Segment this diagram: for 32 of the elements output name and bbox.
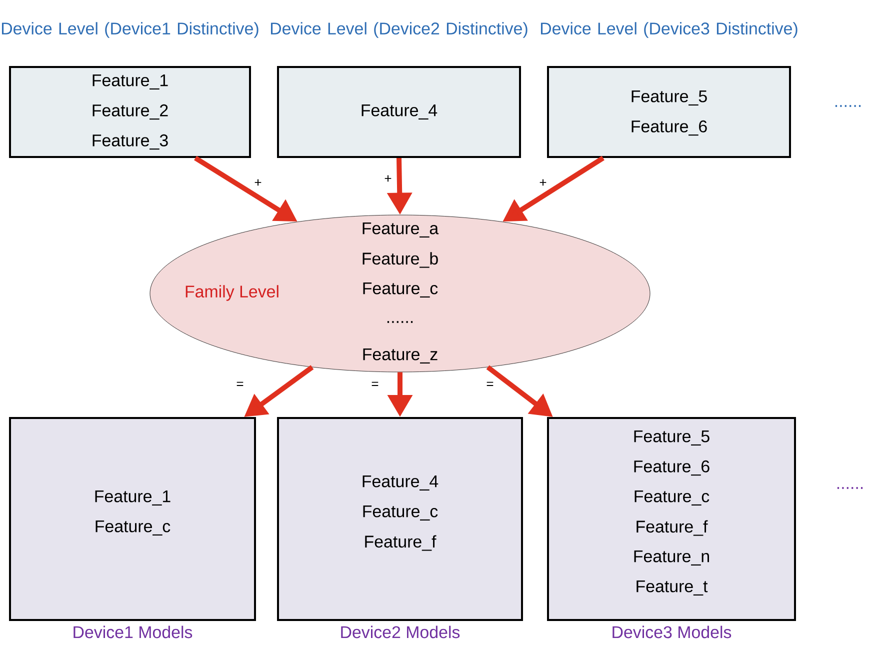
- feature-text: Feature_c: [363, 282, 438, 298]
- feature-box: Feature_1 Feature_c: [9, 417, 256, 621]
- feature-box: Feature_1 Feature_2 Feature_3: [9, 66, 251, 158]
- node-label: Feature_6: [634, 460, 710, 476]
- ellipsis-dots: ......: [837, 487, 863, 489]
- edge-label: +: [540, 179, 546, 186]
- feature-text: Feature_b: [362, 252, 438, 268]
- edge-label: =: [236, 382, 244, 386]
- feature-text: ......: [387, 321, 413, 323]
- feature-text: Feature_a: [362, 222, 439, 238]
- node-label: Feature_n: [634, 550, 709, 566]
- feature-box: Feature_4 Feature_c Feature_f: [277, 417, 523, 621]
- feature-box: Feature_5 Feature_6 Feature_c Feature_f Feature_n Feature_t: [547, 417, 796, 621]
- model-caption: Device3 Models: [612, 626, 732, 638]
- edge-label: =: [372, 382, 378, 386]
- edge-label: =: [486, 382, 494, 386]
- model-caption: Device2 Models: [341, 626, 460, 638]
- level-heading: Device Level (Device1 Distinctive): [2, 22, 258, 38]
- ellipsis-dots: ......: [835, 105, 861, 107]
- feature-box: Feature_5 Feature_6: [547, 66, 791, 158]
- node-label: Feature_t: [636, 580, 708, 596]
- model-caption: Device1 Models: [74, 626, 192, 638]
- level-heading: Device Level (Device2 Distinctive): [270, 22, 528, 38]
- edge-label: +: [384, 175, 392, 182]
- node-label: Feature_5: [634, 430, 710, 446]
- node-label: Feature_c: [634, 490, 710, 506]
- edge-label: +: [254, 179, 262, 186]
- level-heading: Device Level (Device3 Distinctive): [540, 22, 798, 38]
- level-title: Family Level: [186, 285, 278, 301]
- node-label: Feature_f: [636, 520, 708, 536]
- feature-box: Feature_4: [277, 66, 521, 158]
- feature-text: Feature_z: [363, 348, 438, 364]
